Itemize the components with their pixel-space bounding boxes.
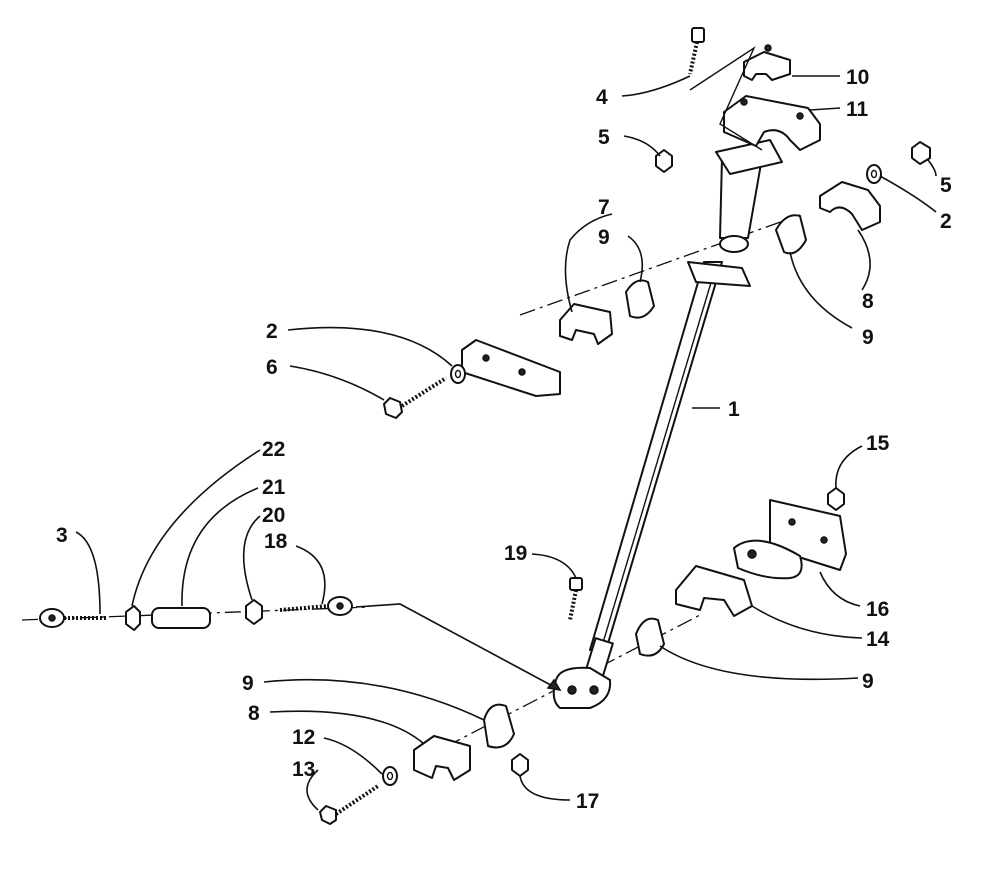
callout-22: 22 — [262, 438, 285, 461]
upper-bearing-cap-8 — [819, 181, 881, 231]
washer-2-left — [450, 364, 466, 384]
callout-9-upper-right: 9 — [862, 326, 874, 349]
callout-1: 1 — [728, 398, 740, 421]
callout-8-lower: 8 — [248, 702, 260, 725]
callout-20: 20 — [262, 504, 285, 527]
callout-21: 21 — [262, 476, 286, 499]
lock-nut-17 — [511, 753, 529, 777]
jam-nut-22 — [125, 605, 141, 631]
upper-bushing-9-left — [625, 279, 655, 319]
callout-9-lower-left: 9 — [242, 672, 254, 695]
handlebar-clamp-cap-10 — [743, 44, 791, 81]
callout-9-upper-left: 9 — [598, 226, 610, 249]
lower-support-block-14 — [675, 565, 753, 617]
cap-screw-4 — [688, 27, 763, 151]
callout-5-right: 5 — [940, 174, 952, 197]
lower-bushing-9-left — [483, 703, 515, 749]
callout-2-right: 2 — [940, 210, 952, 233]
callout-15: 15 — [866, 432, 890, 455]
tie-rod-end-18 — [279, 596, 353, 616]
lower-bushing-9-right — [635, 617, 665, 657]
callout-2-left: 2 — [266, 320, 278, 343]
tie-rod-end-3 — [39, 608, 108, 628]
washer-2-right — [866, 164, 882, 184]
lock-nut-15 — [827, 487, 845, 511]
callout-12: 12 — [292, 726, 315, 749]
cap-screw-13 — [319, 784, 380, 825]
upper-bushing-9-right — [775, 214, 807, 255]
callout-10: 10 — [846, 66, 869, 89]
callout-9-lower-right: 9 — [862, 670, 874, 693]
lower-bearing-cap-8 — [413, 735, 471, 781]
callout-11: 11 — [846, 98, 869, 121]
callout-17: 17 — [576, 790, 599, 813]
callout-13: 13 — [292, 758, 315, 781]
cap-screw-19 — [568, 577, 583, 621]
callout-19: 19 — [504, 542, 527, 565]
callout-3: 3 — [56, 524, 68, 547]
handlebar-clamp-base-11 — [723, 95, 821, 151]
callout-8-upper: 8 — [862, 290, 874, 313]
callout-5-upper: 5 — [598, 126, 610, 149]
tie-rod-sleeve-21 — [151, 607, 211, 629]
bracket-plate-16 — [733, 499, 847, 580]
callout-18: 18 — [264, 530, 288, 553]
callout-6: 6 — [266, 356, 278, 379]
leader-lines — [75, 75, 937, 811]
jam-nut-20 — [245, 599, 263, 625]
callout-labels: 4 10 11 5 5 2 7 9 8 9 2 6 1 15 22 21 20 … — [56, 66, 952, 813]
tie-rod-arrowhead — [546, 678, 562, 692]
upper-support-block-7 — [559, 303, 613, 345]
bolt-6 — [383, 376, 448, 419]
tie-rod-leader-arrow — [355, 603, 561, 691]
callout-7: 7 — [598, 196, 610, 219]
washer-12 — [382, 766, 398, 786]
callout-4: 4 — [596, 86, 608, 109]
center-lines — [21, 214, 801, 761]
callout-16: 16 — [866, 598, 889, 621]
callout-14: 14 — [866, 628, 890, 651]
steering-post-1 — [552, 139, 783, 709]
upper-bracket — [461, 339, 561, 397]
lock-nut-5-right — [911, 141, 931, 165]
